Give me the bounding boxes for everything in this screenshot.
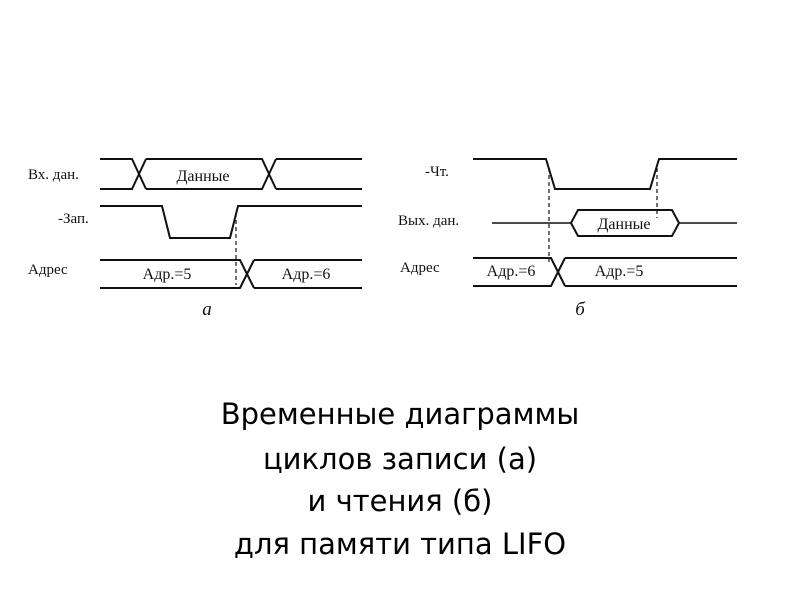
diagram-a-sublabel: а — [202, 299, 212, 320]
signal-label-read: -Чт. — [425, 164, 449, 180]
timing-diagrams: Вх. дан. -Зап. Адрес Данные Адр.=5 Адр.=… — [28, 158, 737, 320]
address-b-cell-2-label: Адр.=5 — [595, 263, 644, 280]
data-in-bus-waveform — [100, 158, 362, 190]
signal-label-data-in: Вх. дан. — [28, 167, 79, 183]
write-cycle-diagram: Вх. дан. -Зап. Адрес Данные Адр.=5 Адр.=… — [28, 158, 362, 320]
address-cell-2-label: Адр.=6 — [282, 266, 331, 283]
data-cell-label: Данные — [177, 168, 230, 185]
signal-label-write: -Зап. — [58, 211, 89, 227]
caption-line-3: и чтения (б) — [307, 484, 493, 518]
read-strobe-waveform — [473, 158, 737, 190]
read-cycle-diagram: -Чт. Вых. дан. Адрес Данные Адр.=6 Адр.=… — [398, 158, 737, 320]
address-bus-waveform-b — [473, 257, 737, 287]
write-strobe-waveform — [100, 205, 362, 239]
signal-label-address-b: Адрес — [400, 260, 440, 276]
signal-label-data-out: Вых. дан. — [398, 213, 459, 229]
signal-label-address: Адрес — [28, 262, 68, 278]
caption-line-1: Временные диаграммы — [220, 397, 580, 431]
diagram-b-sublabel: б — [575, 299, 586, 320]
caption-line-4: для памяти типа LIFO — [233, 527, 567, 561]
data-out-cell-label: Данные — [598, 216, 651, 233]
caption-line-2: циклов записи (а) — [262, 442, 538, 476]
address-b-cell-1-label: Адр.=6 — [487, 263, 536, 280]
address-cell-1-label: Адр.=5 — [143, 266, 192, 283]
address-bus-waveform-a — [100, 259, 362, 289]
